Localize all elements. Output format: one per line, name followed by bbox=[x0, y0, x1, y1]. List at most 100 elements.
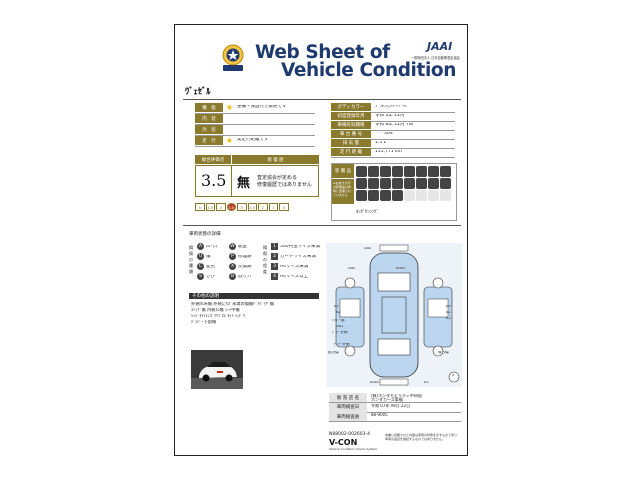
spec-label: 車 台 番 号 bbox=[331, 130, 371, 138]
equipment-icon bbox=[392, 166, 403, 177]
score-scale-item: 2 bbox=[258, 203, 268, 211]
equipment-note-bg: ※白抜き文字の装備品は車両に装備されていません bbox=[332, 179, 354, 204]
diagram-label: X bbox=[452, 374, 455, 377]
spec-value: 115,771 km bbox=[375, 150, 403, 154]
legend-code-icon: C bbox=[197, 263, 204, 270]
row-divider bbox=[331, 138, 455, 140]
legend-code-icon: 3 bbox=[271, 263, 278, 270]
row-divider bbox=[329, 402, 461, 403]
total-score-value: 3.5 bbox=[201, 171, 227, 190]
star-icon bbox=[225, 114, 234, 123]
equipment-icon bbox=[380, 178, 391, 189]
score-scale-item: 4.5 bbox=[205, 203, 215, 211]
diagram-label: A0x2 bbox=[370, 381, 380, 384]
condition-label: 機 能 bbox=[195, 103, 223, 112]
vcon-logo bbox=[221, 44, 245, 72]
legend-text: A4サイズ未満 bbox=[280, 264, 309, 269]
title-line-2: Vehicle Condition bbox=[281, 60, 456, 81]
row-divider bbox=[195, 146, 315, 147]
legend-code-icon: 1 bbox=[271, 243, 278, 250]
diagram-label: UA0 bbox=[348, 267, 356, 270]
dealer-value: (株)ホンダモビリティ中四国 ホンダカーズ東福 bbox=[371, 394, 422, 403]
row-divider bbox=[331, 147, 455, 149]
diagram-label: A1 bbox=[334, 305, 339, 308]
diagram-label: UA0 bbox=[364, 247, 372, 250]
legend-text: A4サイズ以上 bbox=[280, 274, 309, 279]
section-divider bbox=[183, 225, 461, 226]
row-divider bbox=[195, 124, 315, 125]
equipment-box: 装 備 品 ※白抜き文字の装備品は車両に装備されていません ﾎﾝﾀﾞｾﾝｼﾝｸﾞ bbox=[331, 163, 457, 221]
equipment-icon bbox=[428, 190, 439, 201]
legend-text: 交換跡 bbox=[238, 264, 252, 269]
other-point-line: ｽﾐｯﾌﾟ傷 内装ｽﾚ傷 ｼｰﾄ中傷 bbox=[191, 308, 240, 312]
equipment-note: ※白抜き文字の装備品は車両に装備されていません bbox=[333, 181, 352, 197]
dealer-value: 88-9005 bbox=[371, 413, 388, 417]
spec-label: 走 行 距 離 bbox=[331, 148, 371, 156]
row-divider bbox=[329, 411, 461, 413]
equipment-icon bbox=[392, 190, 403, 201]
disclaimer: 本書に記載された内容は車両の状態を示すものであり、車両の品質を保証するものではあ… bbox=[385, 433, 460, 441]
dealer-label: 車両検査日 bbox=[329, 402, 367, 412]
equipment-icon bbox=[356, 166, 367, 177]
equipment-label: 装 備 品 bbox=[332, 164, 354, 178]
jaai-logo: JAAI bbox=[427, 40, 453, 53]
equipment-icon bbox=[392, 178, 403, 189]
dealer-value: 令和 07年 09月 22日 bbox=[371, 403, 411, 408]
score-divider bbox=[231, 165, 232, 197]
condition-value: 実走行距離です bbox=[237, 138, 269, 142]
diagram-label: ﾋﾟﾗｰ 外側 bbox=[332, 331, 348, 334]
diagram-label: 前方傷 bbox=[328, 351, 339, 354]
diagram-label: A0 bbox=[446, 305, 451, 308]
spec-value: 令和 8年 12月 7日 bbox=[375, 123, 414, 127]
damage-kind-label: 損傷の種類 bbox=[189, 245, 193, 274]
other-points: その他の説明 外装凹み傷 外装にｷｽﾞ未満の損傷ﾄﾞｱﾊﾞｲｻﾞ傷ｽﾐｯﾌﾟ傷 … bbox=[189, 293, 319, 343]
diagram-label: ｱﾝﾀﾞｰ部 bbox=[332, 319, 345, 322]
car-photo bbox=[191, 350, 243, 389]
row-divider bbox=[195, 113, 315, 114]
legend-text: 変色 bbox=[206, 264, 215, 269]
equipment-icon bbox=[380, 166, 391, 177]
score-scale-item: 3 bbox=[237, 203, 247, 211]
equipment-icon bbox=[416, 178, 427, 189]
spec-value: ﾌﾟﾗﾁﾅﾎﾜｲﾄ･ﾊﾟｰﾙ bbox=[375, 105, 407, 109]
legend-text: カードサイズ未満 bbox=[280, 254, 316, 259]
dealer-label: 販 売 店 名 bbox=[329, 393, 367, 402]
equipment-icon bbox=[416, 190, 427, 201]
legend-code-icon: 4 bbox=[271, 273, 278, 280]
equipment-icon bbox=[404, 178, 415, 189]
diagram-label: A0x2 bbox=[396, 267, 406, 270]
other-point-line: ﾊﾞﾝﾊﾟｰ下部傷 bbox=[191, 320, 217, 324]
score-scale-item: 5 bbox=[195, 203, 205, 211]
star-icon: ★ bbox=[225, 103, 234, 112]
dealer-table: 販 売 店 名 (株)ホンダモビリティ中四国 ホンダカーズ東福車両検査日令和 07… bbox=[329, 393, 461, 422]
equipment-icon bbox=[428, 178, 439, 189]
equipment-icon bbox=[404, 166, 415, 177]
equipment-icon bbox=[440, 178, 451, 189]
condition-table: 機 能★整備・保証付き販売です内 装外 装走 行★実走行距離です bbox=[195, 103, 315, 147]
vcon-brand-sub: Vehicle Condition Check System bbox=[329, 447, 378, 451]
spec-label: 排 気 量 bbox=[331, 139, 371, 147]
legend-code-icon: A bbox=[197, 243, 204, 250]
total-score-label: 総合評価点 bbox=[195, 155, 231, 164]
equipment-bottom-text: ﾎﾝﾀﾞｾﾝｼﾝｸﾞ bbox=[356, 210, 379, 215]
condition-label: 走 行 bbox=[195, 136, 223, 145]
legend-code-icon: 2 bbox=[271, 253, 278, 260]
jaai-subtitle: 一般財団法人 日本自動車査定協会 bbox=[411, 56, 460, 60]
legend-text: 500円玉サイズ未満 bbox=[280, 244, 320, 249]
equipment-grid bbox=[356, 166, 454, 204]
equipment-icon bbox=[416, 166, 427, 177]
row-divider bbox=[195, 135, 315, 136]
score-scale-item: 1 bbox=[268, 203, 278, 211]
equipment-icon bbox=[380, 190, 391, 201]
equipment-icon bbox=[404, 190, 415, 201]
legend-text: 板金 bbox=[238, 244, 247, 249]
diagram-label: 後方傷 bbox=[438, 351, 449, 354]
diagram-label: A1 bbox=[446, 311, 451, 314]
legend-code-icon: X bbox=[229, 263, 236, 270]
star-icon: ★ bbox=[225, 136, 234, 145]
car-name: ｳﾞｪｾﾞﾙ bbox=[185, 87, 211, 97]
repair-history-label: 修 復 歴 bbox=[232, 155, 319, 164]
score-scale-item: 0 bbox=[279, 203, 289, 211]
